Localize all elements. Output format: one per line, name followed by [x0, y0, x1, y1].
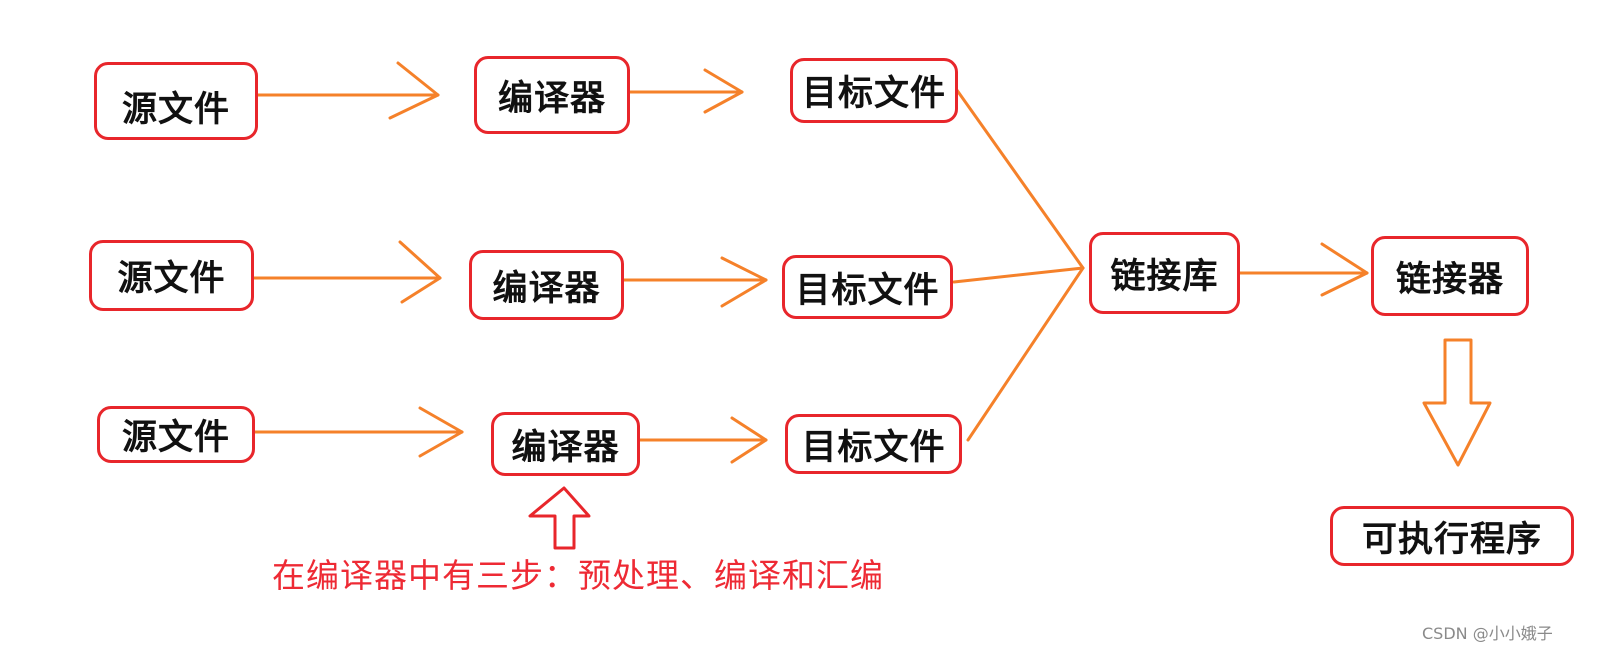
source-file-2: 源文件	[89, 240, 254, 311]
arrow-compiler-2-to-object-2	[606, 256, 768, 308]
object-file-1: 目标文件	[790, 58, 958, 123]
executable-program: 可执行程序	[1330, 506, 1574, 566]
arrow-compiler-3-to-object-3	[636, 416, 768, 464]
compiler-2: 编译器	[469, 250, 624, 320]
source-file-1: 源文件	[94, 62, 258, 140]
arrow-library-to-linker	[1238, 242, 1369, 297]
watermark: CSDN @小小娥子	[1422, 624, 1553, 643]
object-file-2: 目标文件	[782, 255, 953, 319]
compiler-steps-note: 在编译器中有三步：预处理、编译和汇编	[272, 556, 884, 595]
arrow-source-2-to-compiler-2	[245, 240, 442, 304]
up-arrow-annotation	[528, 486, 591, 550]
object-file-3: 目标文件	[785, 414, 962, 474]
compiler-1: 编译器	[474, 56, 630, 134]
link-library: 链接库	[1089, 232, 1240, 314]
arrow-source-3-to-compiler-3	[246, 406, 464, 458]
compiler-3: 编译器	[491, 412, 640, 476]
linker: 链接器	[1371, 236, 1529, 316]
source-file-3: 源文件	[97, 406, 255, 463]
arrow-objects-to-library	[952, 84, 1085, 442]
arrow-compiler-1-to-object-1	[610, 68, 744, 114]
down-arrow-to-executable	[1422, 338, 1492, 467]
arrow-source-1-to-compiler-1	[248, 61, 440, 120]
